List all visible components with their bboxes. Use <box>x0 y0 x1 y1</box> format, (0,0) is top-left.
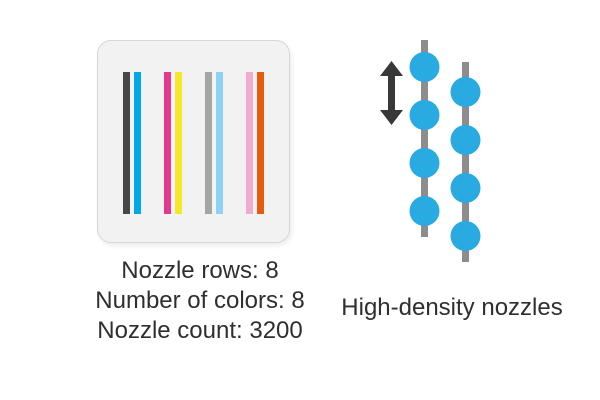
nozzle-diagram <box>380 40 481 262</box>
ink-stripe-magenta <box>164 71 171 214</box>
nozzle-dot <box>450 77 481 107</box>
ink-stripe-gray <box>205 71 212 214</box>
ink-stripe-orange <box>257 71 264 214</box>
spec-number-of-colors: Number of colors: 8 <box>95 287 305 314</box>
vertical-double-arrow-icon <box>380 61 403 125</box>
ink-stripe-light-cyan <box>216 71 223 214</box>
nozzle-dot <box>450 173 481 203</box>
nozzle-dot <box>409 52 440 82</box>
ink-stripe-yellow <box>175 71 182 214</box>
ink-stripe-light-magenta <box>246 71 253 214</box>
nozzle-dot <box>409 148 440 178</box>
ink-stripes <box>123 70 264 214</box>
nozzle-dots <box>409 52 481 251</box>
ink-stripe-cyan <box>134 71 141 214</box>
nozzle-dot <box>450 221 481 251</box>
nozzle-dot <box>409 196 440 226</box>
spec-text-block: Nozzle rows: 8 Number of colors: 8 Nozzl… <box>50 256 350 346</box>
spec-nozzle-rows: Nozzle rows: 8 <box>121 257 279 284</box>
ink-colors-box <box>97 40 290 243</box>
spec-nozzle-count: Nozzle count: 3200 <box>97 317 303 344</box>
nozzle-caption: High-density nozzles <box>341 294 563 321</box>
nozzle-dot <box>450 125 481 155</box>
nozzle-dot <box>409 100 440 130</box>
ink-stripe-photo-black <box>123 71 130 214</box>
